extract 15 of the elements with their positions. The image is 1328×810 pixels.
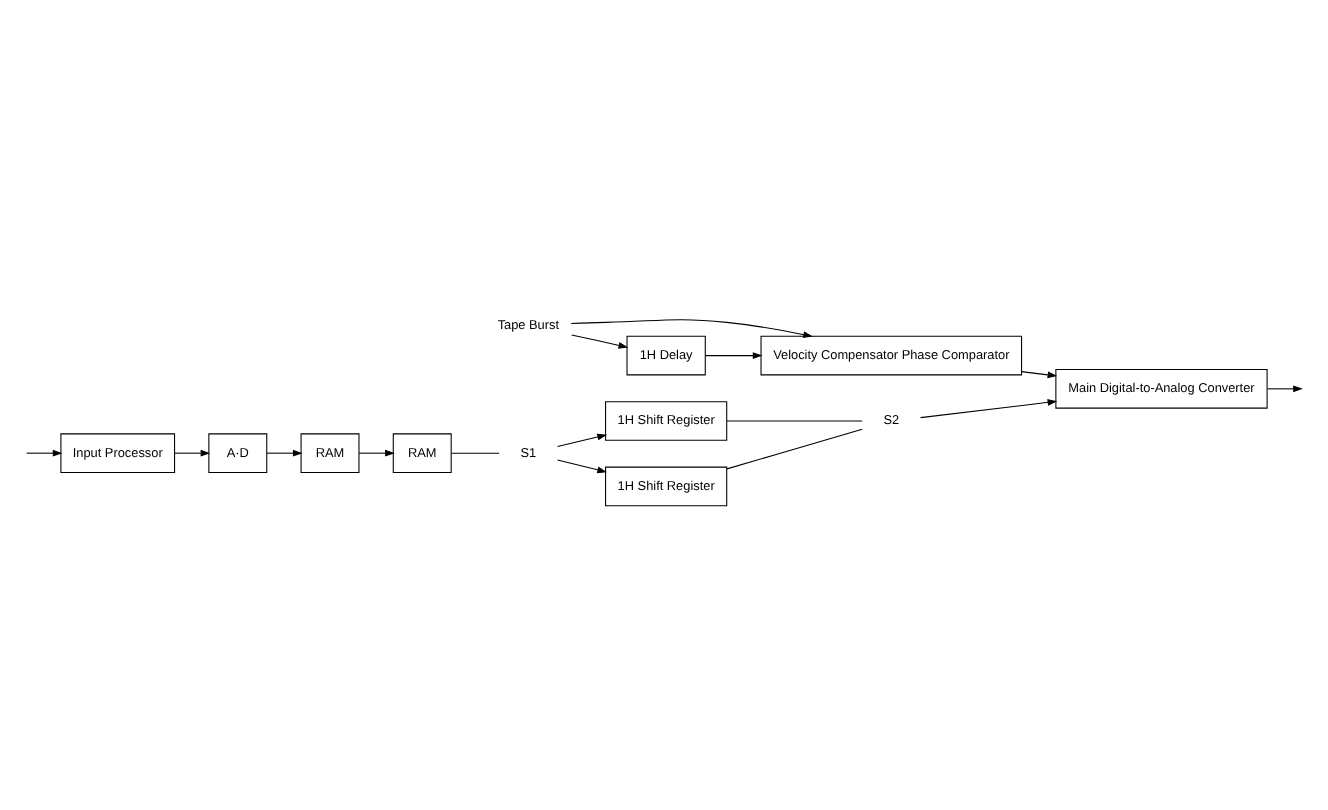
arrow <box>358 448 395 456</box>
arrow <box>1266 384 1303 392</box>
arrow <box>557 432 607 447</box>
arrow <box>920 398 1058 418</box>
arrow <box>570 318 813 337</box>
arrow <box>1021 370 1058 378</box>
arrow <box>705 351 763 358</box>
arrow <box>26 448 63 456</box>
arrow <box>266 448 303 456</box>
connector <box>450 451 500 453</box>
arrow <box>571 333 629 348</box>
arrow <box>174 448 211 456</box>
connector <box>726 419 863 421</box>
connector <box>726 427 863 469</box>
arrow <box>557 458 607 473</box>
